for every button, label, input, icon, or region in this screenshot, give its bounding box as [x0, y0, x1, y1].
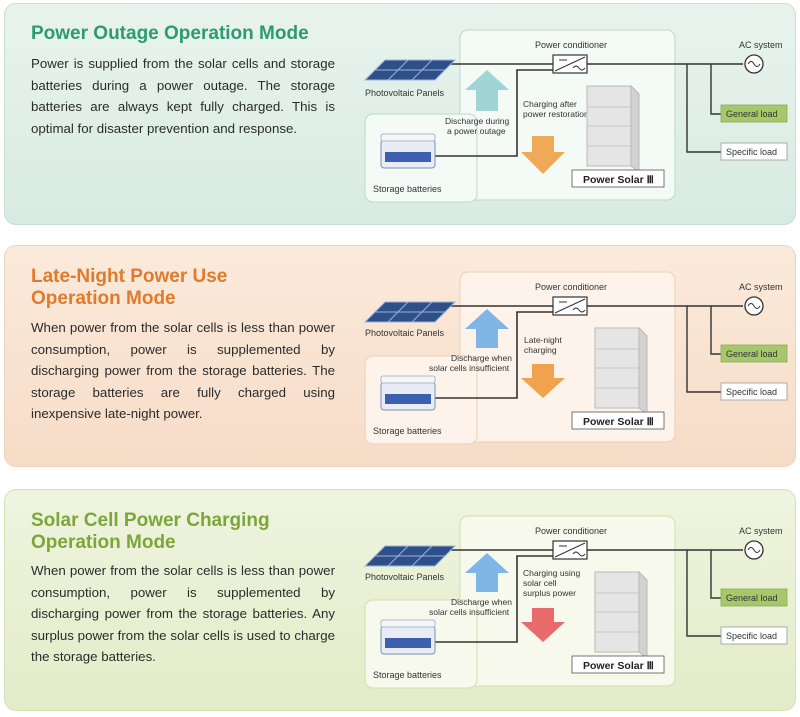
charge-label-line: charging [524, 345, 557, 355]
panel-title-line: Solar Cell Power Charging [31, 510, 270, 531]
solar-charging-mode-panel: Solar Cell Power Charging Operation Mode… [4, 489, 796, 711]
specific-load-label: Specific load [726, 631, 777, 641]
discharge-label-line: a power outage [447, 126, 506, 136]
system-diagram: Power conditioner AC system General load… [363, 271, 788, 445]
storage-batteries-label: Storage batteries [373, 426, 442, 436]
panel-title: Solar Cell Power Charging Operation Mode [31, 510, 270, 554]
charge-label-line: solar cell [523, 578, 557, 588]
power-conditioner-label: Power conditioner [535, 40, 607, 50]
power-conditioner-label: Power conditioner [535, 526, 607, 536]
discharge-label-line: Discharge during [445, 116, 510, 126]
product-label-box [571, 169, 665, 188]
general-load-box [720, 588, 788, 607]
general-load-box [720, 104, 788, 123]
panel-description: When power from the solar cells is less … [31, 320, 335, 421]
discharge-arrow [465, 553, 509, 592]
photovoltaic-panels-icon [363, 59, 457, 81]
general-load-line [710, 64, 721, 115]
panel-title-line: Operation Mode [31, 532, 176, 553]
panel-title: Late-Night Power Use Operation Mode [31, 266, 227, 310]
product-label: Power Solar Ⅲ [583, 416, 654, 428]
ac-system-label: AC system [739, 526, 783, 536]
storage-batteries-label: Storage batteries [373, 670, 442, 680]
specific-load-line [686, 306, 721, 393]
specific-load-line [686, 550, 721, 637]
power-conditioner-icon [552, 296, 588, 316]
power-solar-unit-icon [594, 570, 648, 659]
specific-load-box [720, 626, 788, 645]
panel-title-line: Operation Mode [31, 288, 176, 309]
specific-load-box [720, 142, 788, 161]
power-solar-unit-icon [594, 326, 648, 415]
power-conditioner-icon [552, 540, 588, 560]
late-night-mode-panel: Late-Night Power Use Operation Mode When… [4, 245, 796, 467]
discharge-label-line: Discharge when [451, 353, 512, 363]
specific-load-label: Specific load [726, 147, 777, 157]
photovoltaic-panels-label: Photovoltaic Panels [365, 328, 445, 338]
photovoltaic-panels-icon [363, 301, 457, 323]
storage-batteries-icon [380, 133, 436, 169]
general-load-box [720, 344, 788, 363]
system-diagram: Power conditioner AC system General load… [363, 29, 788, 203]
system-diagram: Power conditioner AC system General load… [363, 515, 788, 689]
discharge-label-line: solar cells insufficient [429, 363, 510, 373]
specific-load-label: Specific load [726, 387, 777, 397]
storage-batteries-icon [380, 375, 436, 411]
charge-label-line: surplus power [523, 588, 576, 598]
charge-label-line: Charging after [523, 99, 577, 109]
general-load-line [710, 306, 721, 355]
general-load-label: General load [726, 109, 778, 119]
discharge-arrow [465, 309, 509, 348]
general-load-label: General load [726, 593, 778, 603]
panel-description: When power from the solar cells is less … [31, 563, 335, 664]
discharge-label-line: Discharge when [451, 597, 512, 607]
specific-load-box [720, 382, 788, 401]
charge-label-line: power restoration [523, 109, 589, 119]
power-conditioner-label: Power conditioner [535, 282, 607, 292]
storage-batteries-label: Storage batteries [373, 184, 442, 194]
photovoltaic-panels-label: Photovoltaic Panels [365, 572, 445, 582]
general-load-label: General load [726, 349, 778, 359]
charge-label-line: Late-night [524, 335, 562, 345]
panel-description: Power is supplied from the solar cells a… [31, 56, 335, 136]
product-label-box [571, 411, 665, 430]
discharge-arrow [465, 70, 509, 111]
storage-batteries-icon [380, 619, 436, 655]
panel-title: Power Outage Operation Mode [31, 23, 309, 45]
charge-label-line: Charging using [523, 568, 580, 578]
battery-line [435, 311, 553, 399]
power-outage-mode-panel: Power Outage Operation Mode Power is sup… [4, 3, 796, 225]
panel-title-line: Late-Night Power Use [31, 266, 228, 287]
product-label: Power Solar Ⅲ [583, 174, 654, 186]
panel-title-line: Power Outage Operation Mode [31, 23, 309, 44]
discharge-label-line: solar cells insufficient [429, 607, 510, 617]
power-solar-unit-icon [586, 84, 640, 173]
photovoltaic-panels-icon [363, 545, 457, 567]
specific-load-line [686, 64, 721, 153]
ac-system-label: AC system [739, 282, 783, 292]
battery-line [435, 69, 553, 157]
charge-arrow [521, 136, 565, 174]
photovoltaic-panels-label: Photovoltaic Panels [365, 88, 445, 98]
ac-system-label: AC system [739, 40, 783, 50]
charge-arrow [521, 608, 565, 642]
charge-arrow [521, 364, 565, 398]
general-load-line [710, 550, 721, 599]
power-conditioner-icon [552, 54, 588, 74]
product-label: Power Solar Ⅲ [583, 660, 654, 672]
battery-line [435, 555, 553, 643]
product-label-box [571, 655, 665, 674]
